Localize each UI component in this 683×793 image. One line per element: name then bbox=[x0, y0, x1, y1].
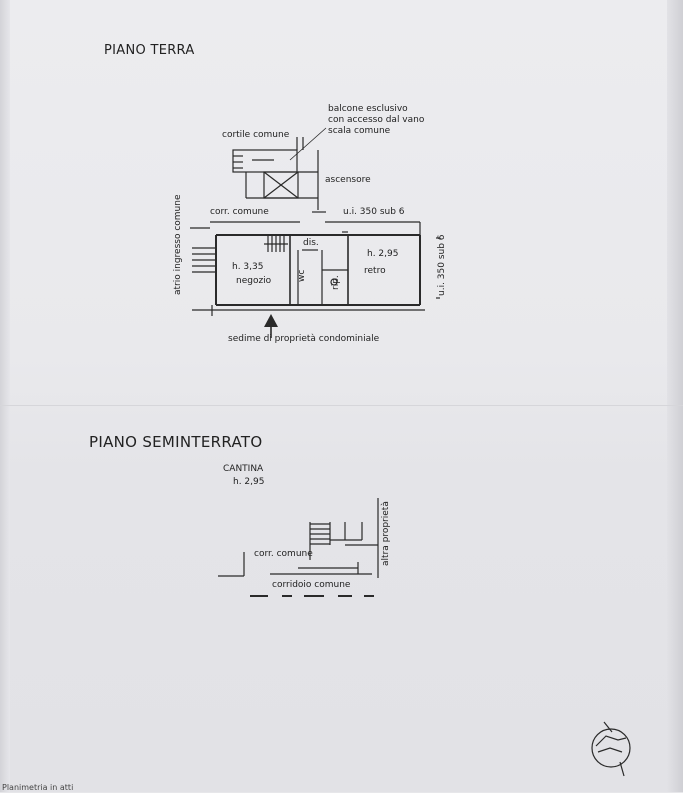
back-height-label: h. 2,95 bbox=[367, 249, 399, 259]
entrance-hall-label: atrio ingresso comune bbox=[173, 194, 183, 295]
paper-fold bbox=[0, 405, 683, 406]
atrium-stair bbox=[192, 247, 216, 273]
hallway-label: dis. bbox=[303, 238, 319, 248]
wc-label: wc bbox=[297, 269, 307, 282]
storage-label: rip. bbox=[331, 275, 341, 290]
footer-caption: Planimetria in atti bbox=[2, 783, 74, 792]
shop-height-label: h. 3,35 bbox=[232, 262, 264, 272]
basement-title: PIANO SEMINTERRATO bbox=[89, 433, 263, 451]
stair-block bbox=[232, 137, 304, 173]
ground-floor-title: PIANO TERRA bbox=[104, 43, 195, 58]
back-room-label: retro bbox=[364, 266, 386, 276]
elevator-label: ascensore bbox=[325, 175, 371, 185]
courtyard-label: cortile comune bbox=[222, 130, 290, 140]
shop-label: negozio bbox=[236, 276, 272, 286]
cellar-height-label: h. 2,95 bbox=[233, 477, 265, 487]
cellar-label: CANTINA bbox=[223, 464, 264, 474]
page-edge-left bbox=[0, 0, 10, 792]
balcony-note-line-3: scala comune bbox=[328, 126, 391, 136]
basement-corridor-label: corridoio comune bbox=[272, 580, 351, 590]
common-corridor-label: corr. comune bbox=[210, 207, 269, 217]
unit-ref-label: u.i. 350 sub 6 bbox=[343, 207, 405, 217]
other-property-label: altra proprietà bbox=[381, 501, 391, 566]
condo-area-label: sedime di proprietà condominiale bbox=[228, 334, 380, 344]
elevator-shaft bbox=[245, 150, 319, 210]
shop-stair bbox=[264, 235, 288, 252]
page-edge-right bbox=[667, 0, 683, 792]
basement-plan bbox=[218, 498, 379, 578]
balcony-note-line-1: balcone esclusivo bbox=[328, 104, 408, 114]
side-unit-ref-label: u.i. 350 sub 6 bbox=[437, 234, 447, 296]
basement-common-corridor-label: corr. comune bbox=[254, 549, 313, 559]
compass-rose-icon bbox=[591, 721, 631, 777]
balcony-note-line-2: con accesso dal vano bbox=[328, 115, 425, 125]
